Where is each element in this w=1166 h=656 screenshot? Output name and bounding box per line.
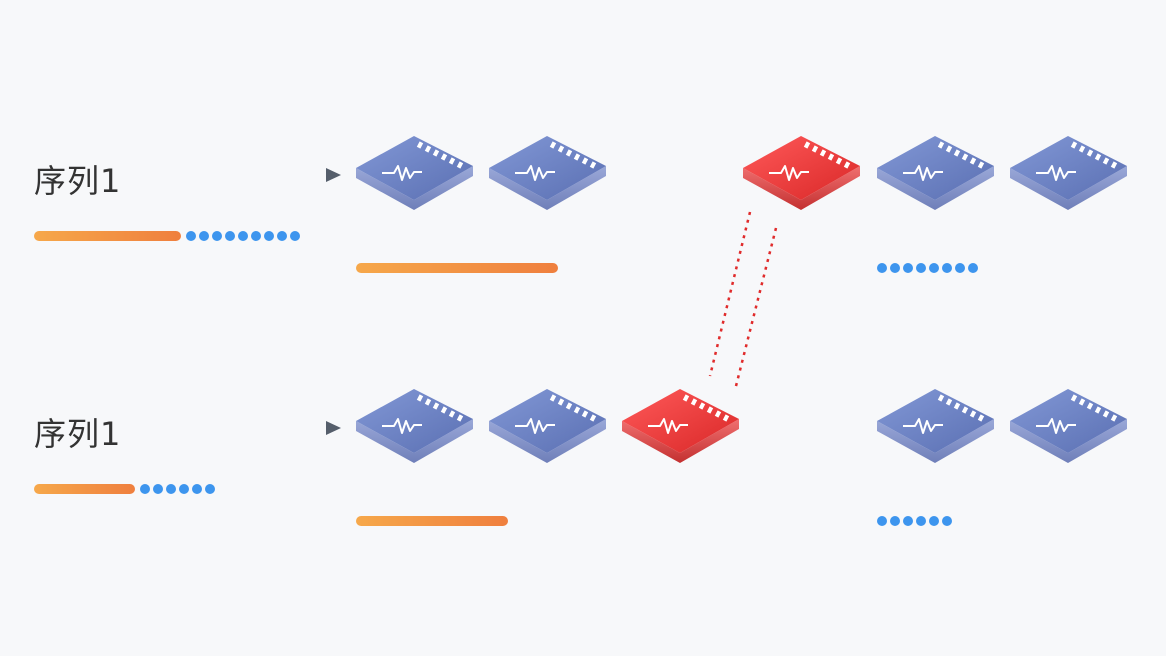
queue-dot [916, 516, 926, 526]
row1-label: 序列1 [34, 162, 122, 200]
queue-dot [251, 231, 261, 241]
row1-chips-bar [356, 263, 558, 273]
row2-input-bar [34, 484, 135, 494]
row2-chip-2-network-chip-icon [488, 388, 607, 464]
row1-arrow-icon [135, 168, 341, 182]
queue-dot [942, 263, 952, 273]
queue-dot [225, 231, 235, 241]
queue-dot [916, 263, 926, 273]
row1-chip-4-network-chip-icon [876, 135, 995, 211]
queue-dot [955, 263, 965, 273]
row1-chip-5-network-chip-icon [1009, 135, 1128, 211]
queue-dot [166, 484, 176, 494]
row2-chip-1-network-chip-icon [355, 388, 474, 464]
row1-chip-1-network-chip-icon [355, 135, 474, 211]
row2-chips-bar [356, 516, 508, 526]
queue-dot [929, 263, 939, 273]
row1-input-dots [186, 231, 300, 241]
queue-dot [877, 263, 887, 273]
queue-dot [264, 231, 274, 241]
queue-dot [238, 231, 248, 241]
queue-dot [179, 484, 189, 494]
row2-right-dots [877, 516, 952, 526]
queue-dot [968, 263, 978, 273]
queue-dot [903, 516, 913, 526]
queue-dot [890, 516, 900, 526]
queue-dot [290, 231, 300, 241]
queue-dot [153, 484, 163, 494]
queue-dot [205, 484, 215, 494]
queue-dot [199, 231, 209, 241]
queue-dot [942, 516, 952, 526]
queue-dot [903, 263, 913, 273]
row1-chip-2-network-chip-icon [488, 135, 607, 211]
row2-chip-5-network-chip-icon [1009, 388, 1128, 464]
queue-dot [192, 484, 202, 494]
row1-chip-3-network-chip-icon [742, 135, 861, 211]
row1-right-dots [877, 263, 978, 273]
row2-input-dots [140, 484, 215, 494]
row2-arrow-icon [135, 421, 341, 435]
queue-dot [929, 516, 939, 526]
queue-dot [277, 231, 287, 241]
row2-chip-3-network-chip-icon [621, 388, 740, 464]
queue-dot [890, 263, 900, 273]
queue-dot [140, 484, 150, 494]
row2-label: 序列1 [34, 415, 122, 453]
row2-chip-4-network-chip-icon [876, 388, 995, 464]
dotted-link-icon [708, 211, 778, 391]
row1-input-bar [34, 231, 181, 241]
queue-dot [212, 231, 222, 241]
queue-dot [186, 231, 196, 241]
queue-dot [877, 516, 887, 526]
